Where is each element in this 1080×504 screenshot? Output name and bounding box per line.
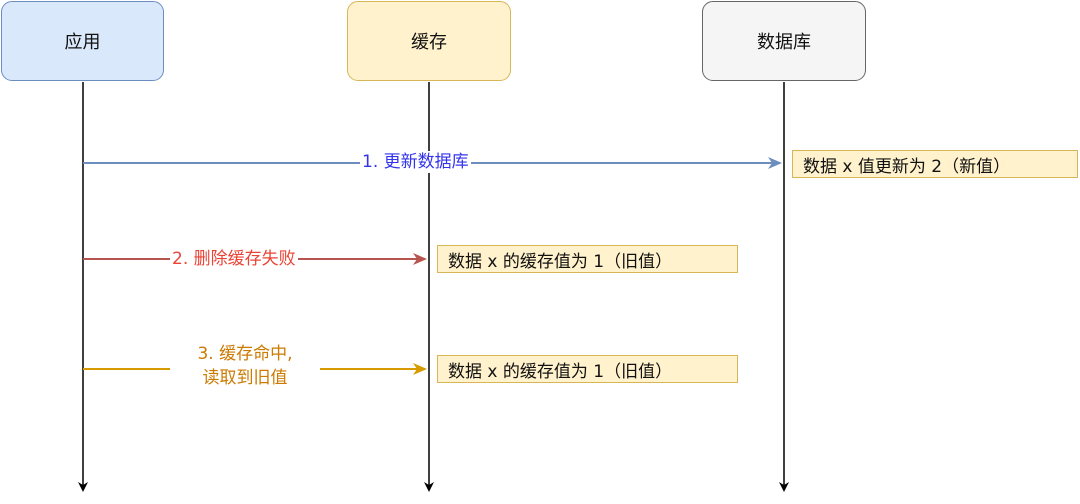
participant-app: 应用 <box>1 1 164 81</box>
participant-cache: 缓存 <box>347 1 511 81</box>
message-1-label: 1. 更新数据库 <box>360 151 471 173</box>
message-3-label: 3. 缓存命中, 读取到旧值 <box>170 342 320 390</box>
message-3-label-line1: 3. 缓存命中, <box>197 344 293 364</box>
note-cache-value-2: 数据 x 的缓存值为 1（旧值） <box>437 355 738 383</box>
message-3-label-line2: 读取到旧值 <box>202 368 288 388</box>
note-db-value: 数据 x 值更新为 2（新值） <box>792 150 1078 178</box>
participant-db: 数据库 <box>702 1 866 81</box>
participant-cache-label: 缓存 <box>411 32 447 53</box>
note-cache-value-1: 数据 x 的缓存值为 1（旧值） <box>437 245 738 273</box>
participant-app-label: 应用 <box>64 32 101 53</box>
message-2-label: 2. 删除缓存失败 <box>170 248 298 270</box>
participant-db-label: 数据库 <box>757 32 811 53</box>
